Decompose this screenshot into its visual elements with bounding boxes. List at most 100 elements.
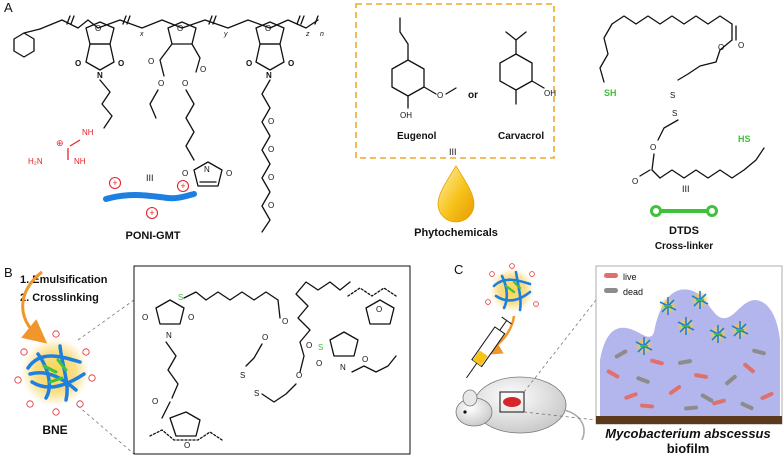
ground-surface (596, 416, 782, 424)
oil-droplet-icon (437, 165, 475, 223)
svg-text:O: O (95, 24, 101, 33)
nanoparticle-small-icon (485, 263, 539, 312)
svg-text:O: O (376, 305, 382, 314)
dtds-tie: III (682, 184, 690, 194)
svg-text:N: N (266, 71, 272, 80)
biofilm-matrix (600, 289, 780, 418)
subscript-x: x (139, 31, 144, 38)
svg-text:O: O (188, 313, 194, 322)
phytochemicals-tie: III (449, 147, 457, 157)
poni-gmt-cartoon: III + + + (103, 173, 197, 220)
dead-bacteria-swatch (604, 288, 618, 293)
crosslinker-icon (650, 205, 718, 217)
mouse-icon (455, 376, 585, 441)
panel-b-letter: B (4, 265, 13, 280)
step-1-label: 1. Emulsification (20, 274, 108, 286)
eugenol-structure: O OH (391, 17, 457, 120)
svg-text:O: O (182, 79, 188, 88)
svg-text:O: O (718, 43, 724, 52)
disulfide-s-a: S (240, 371, 245, 380)
polymer-backbone (39, 19, 319, 30)
bne-nanoparticle-icon (14, 330, 96, 416)
svg-text:O: O (306, 341, 312, 350)
cation-icon (176, 179, 190, 193)
subscript-n: n (320, 31, 324, 38)
disulfide-s2: S (672, 109, 677, 118)
phytochemicals-caption: Phytochemicals (414, 227, 498, 239)
dtds-label: DTDS (669, 225, 699, 237)
crosslinked-network-structure: N O O S O O S S O O S N O O O O O (142, 281, 397, 450)
emulsification-arrow (21, 270, 48, 344)
svg-text:S: S (254, 389, 259, 398)
thioether-s-left: S (178, 293, 183, 302)
svg-text:O: O (316, 359, 322, 368)
guanidine-plus: ⊕ (56, 138, 64, 148)
poni-gmt-label: PONI-GMT (126, 230, 181, 242)
eugenol-label: Eugenol (397, 131, 437, 142)
carvacrol-label: Carvacrol (498, 131, 544, 142)
poni-tie-marker: III (146, 173, 154, 183)
svg-text:O: O (738, 41, 744, 50)
panel-a-letter: A (4, 0, 13, 15)
thioether-s-right: S (318, 343, 323, 352)
svg-text:+: + (180, 181, 185, 191)
cross-linker-caption: Cross-linker (655, 241, 713, 252)
svg-text:O: O (632, 177, 638, 186)
panel-c-letter: C (454, 262, 463, 277)
svg-text:O: O (262, 333, 268, 342)
svg-text:O: O (362, 355, 368, 364)
svg-text:O: O (152, 397, 158, 406)
svg-text:O: O (246, 59, 252, 68)
step-2-label: 2. Crosslinking (20, 292, 99, 304)
svg-text:O: O (200, 65, 206, 74)
sh-right-label: HS (738, 134, 751, 144)
ester-o-label: O (158, 79, 164, 88)
svg-text:O: O (296, 371, 302, 380)
svg-text:+: + (112, 178, 117, 188)
legend-dead-label: dead (623, 287, 643, 297)
svg-text:O: O (184, 441, 190, 450)
sh-left-label: SH (604, 88, 617, 98)
phytochemicals-box (355, 3, 555, 159)
maleimide-ring (193, 161, 223, 187)
cation-icon (108, 176, 122, 190)
svg-text:OH: OH (400, 111, 412, 120)
svg-text:O: O (142, 313, 148, 322)
live-bacteria-swatch (604, 273, 618, 278)
svg-text:O: O (437, 91, 443, 100)
oxabicycle-2 (167, 21, 197, 45)
svg-text:N: N (340, 363, 346, 372)
svg-text:N: N (166, 331, 172, 340)
phenyl-ring (13, 32, 35, 58)
oxabicycle-3 (255, 21, 285, 45)
syringe-icon (466, 316, 512, 379)
svg-text:O: O (268, 145, 274, 154)
peg-chain (261, 79, 271, 233)
svg-text:O: O (268, 117, 274, 126)
poni-gmt-structure: x y z n O O O N NH ⊕ H₂N NH O O O O O N (13, 15, 324, 233)
biofilm-title-italic: Mycobacterium abscessus (605, 426, 770, 441)
polymer-band-icon (103, 191, 197, 202)
biofilm-title-plain: biofilm (667, 441, 710, 456)
dtds-structure: O O SH S S O O HS (599, 15, 765, 186)
svg-text:O: O (265, 24, 271, 33)
svg-text:O: O (650, 143, 656, 152)
or-label: or (468, 90, 478, 101)
biofilm-legend: live dead (604, 272, 643, 297)
penetrating-nanoparticles (635, 291, 749, 355)
oxabicycle-1 (85, 21, 115, 45)
carvacrol-structure: OH (499, 31, 556, 105)
svg-text:O: O (268, 201, 274, 210)
maleimide-n-label: N (204, 165, 210, 174)
svg-text:O: O (177, 24, 183, 33)
subscript-z: z (305, 31, 310, 38)
svg-text:O: O (148, 57, 154, 66)
svg-text:O: O (226, 169, 232, 178)
svg-text:O: O (118, 59, 124, 68)
svg-text:OH: OH (544, 89, 556, 98)
disulfide-s1: S (670, 91, 675, 100)
imide-n-1: N (97, 71, 103, 80)
bacteria-cells (606, 348, 774, 411)
guanidine-h2n: H₂N (28, 157, 43, 166)
